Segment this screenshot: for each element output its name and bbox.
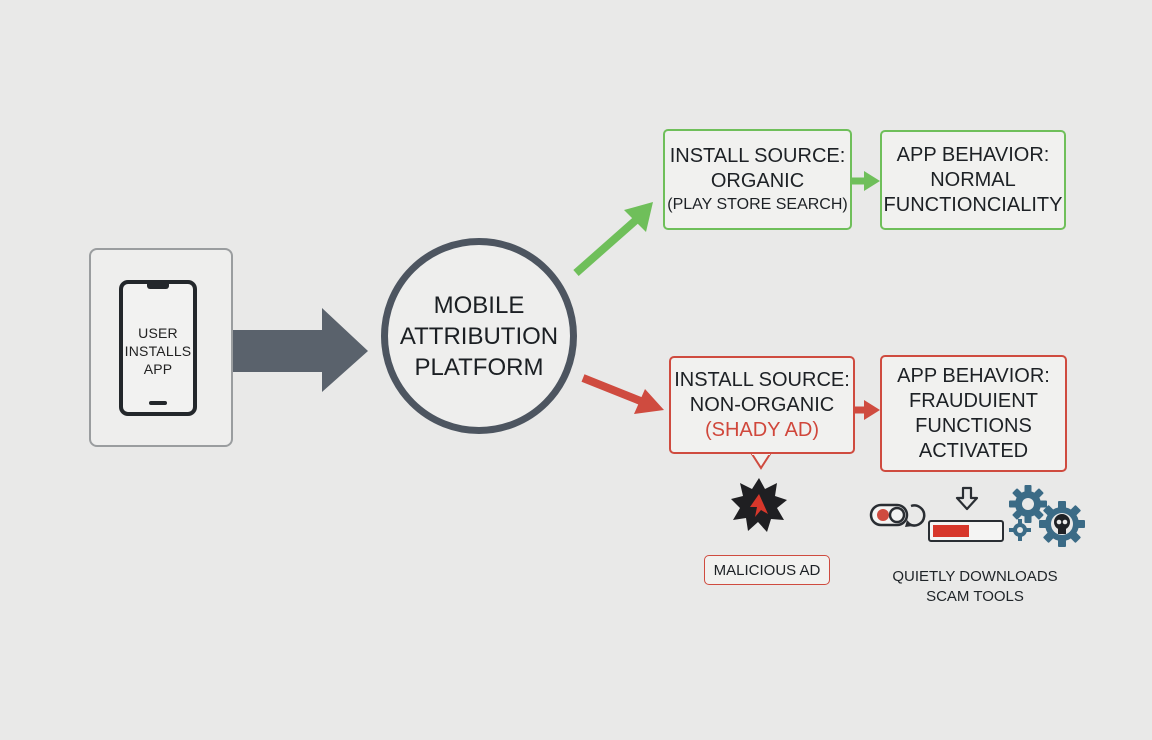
nonorganic-source-box: INSTALL SOURCE: NON-ORGANIC (SHADY AD) <box>669 356 855 454</box>
malicious-ad-label: MALICIOUS AD <box>704 555 830 585</box>
fraud-behavior-arrow <box>855 400 880 420</box>
phone-label: USER INSTALLS APP <box>124 325 192 377</box>
phone-icon: USER INSTALLS APP <box>119 280 197 416</box>
fraud-behavior-line-2: FRAUDUIENT <box>909 389 1038 412</box>
organic-source-detail: (PLAY STORE SEARCH) <box>667 195 848 213</box>
attribution-platform-node: MOBILE ATTRIBUTION PLATFORM <box>381 238 577 434</box>
nonorganic-arrow <box>581 374 664 414</box>
organic-source-box: INSTALL SOURCE: ORGANIC (PLAY STORE SEAR… <box>663 129 852 230</box>
fraud-behavior-line-4: ACTIVATED <box>918 439 1029 462</box>
platform-line-3: PLATFORM <box>414 353 544 381</box>
platform-line-1: MOBILE <box>433 291 525 319</box>
nonorganic-source-title: INSTALL SOURCE: <box>674 368 850 391</box>
gear-cluster <box>1009 485 1085 547</box>
fraud-behavior-line-3: FUNCTIONS <box>915 414 1032 437</box>
fraud-behavior-title: APP BEHAVIOR: <box>897 364 1050 387</box>
fraud-behavior-box: APP BEHAVIOR: FRAUDUIENT FUNCTIONS ACTIV… <box>880 355 1067 472</box>
callout-pointer <box>750 453 772 470</box>
organic-behavior-title: APP BEHAVIOR: <box>896 143 1050 166</box>
malicious-splat-icon <box>731 478 787 532</box>
organic-behavior-line-3: FUNCTIONCIALITY <box>883 193 1063 216</box>
toggle-switch-icon <box>869 503 926 527</box>
gear-icon <box>1009 485 1047 523</box>
main-flow-arrow <box>233 308 368 392</box>
phone-notch <box>147 284 169 289</box>
malicious-ad-text: MALICIOUS AD <box>713 561 821 579</box>
organic-behavior-arrow <box>852 171 880 191</box>
user-installs-card: USER INSTALLS APP <box>89 248 233 447</box>
platform-line-2: ATTRIBUTION <box>399 322 559 350</box>
phone-home-bar <box>149 401 167 405</box>
download-progress-fill <box>933 525 969 537</box>
nonorganic-source-detail: (SHADY AD) <box>704 418 820 441</box>
skull-gear-icon <box>1039 501 1085 547</box>
download-progress-bar <box>928 520 1004 542</box>
downloads-caption: QUIETLY DOWNLOADS SCAM TOOLS <box>880 566 1070 608</box>
nonorganic-source-type: NON-ORGANIC <box>689 393 835 416</box>
organic-source-title: INSTALL SOURCE: <box>669 144 846 167</box>
small-gear-icon <box>1009 519 1031 541</box>
download-arrow-icon <box>955 486 979 511</box>
organic-behavior-line-2: NORMAL <box>930 168 1016 191</box>
organic-behavior-box: APP BEHAVIOR: NORMAL FUNCTIONCIALITY <box>880 130 1066 230</box>
downloads-caption-line-1: QUIETLY DOWNLOADS <box>892 568 1058 585</box>
organic-source-type: ORGANIC <box>710 169 805 192</box>
organic-arrow <box>573 202 653 276</box>
downloads-caption-line-2: SCAM TOOLS <box>926 588 1024 605</box>
